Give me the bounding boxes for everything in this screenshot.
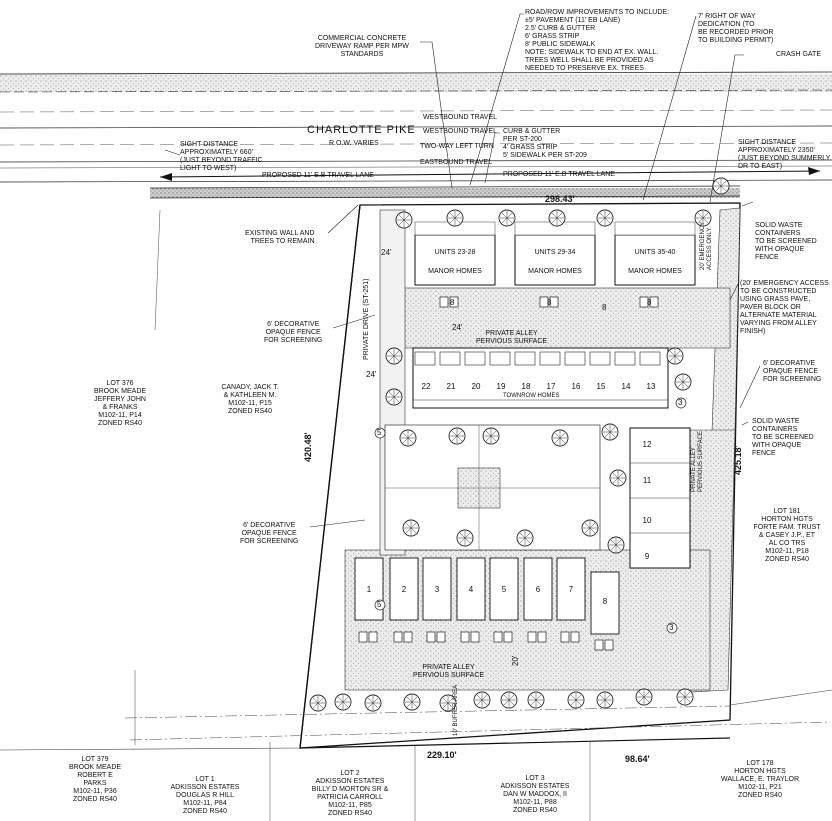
leader-lines	[164, 13, 761, 528]
callout-circles	[374, 397, 687, 634]
property-boundary	[0, 202, 832, 821]
charlotte-pike-road	[0, 71, 832, 199]
common-courtyard	[384, 424, 601, 551]
townrow-homes-bottom	[354, 557, 620, 651]
manor-home-buildings	[414, 221, 696, 308]
townrow-homes-top	[412, 347, 669, 409]
townrow-homes-right	[629, 427, 691, 569]
